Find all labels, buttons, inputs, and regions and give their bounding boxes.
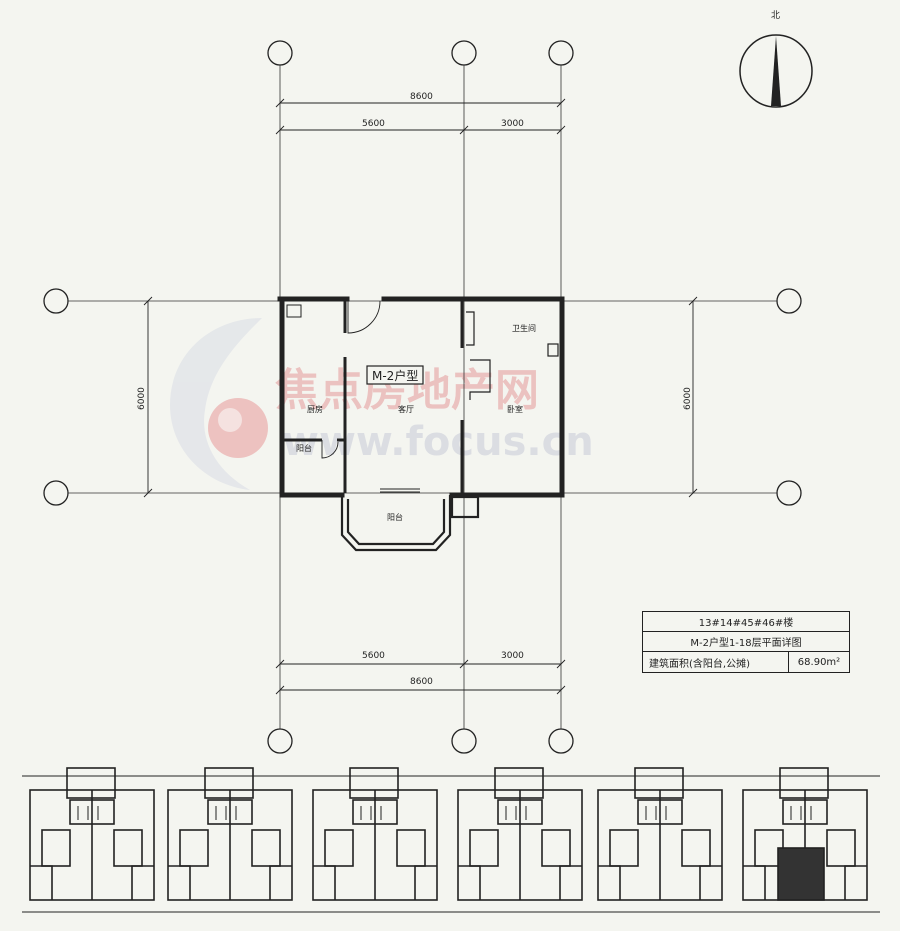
building-floor-strip	[22, 767, 880, 913]
dim-bottom-left: 5600	[362, 651, 385, 661]
dimension-lines-top	[275, 98, 566, 135]
room-kitchen: 厨房	[307, 404, 323, 414]
north-arrow-icon: 北	[739, 10, 813, 108]
bathroom-fixtures-icon	[466, 311, 559, 400]
info-area-value: 68.90m²	[788, 652, 849, 672]
unit-label-box	[366, 365, 424, 385]
dim-right-vertical: 6000	[683, 387, 693, 410]
room-bathroom: 卫生间	[512, 323, 536, 333]
room-balcony-small: 阳台	[296, 443, 312, 453]
info-floors: M-2户型1-18层平面详图	[643, 632, 849, 652]
info-table: 13#14#45#46#楼 M-2户型1-18层平面详图 建筑面积(含阳台,公摊…	[642, 611, 850, 673]
balcony-outline	[340, 495, 480, 552]
dim-bottom-right: 3000	[501, 651, 524, 661]
window-opening	[380, 488, 420, 493]
info-area-row: 建筑面积(含阳台,公摊) 68.90m²	[643, 652, 849, 672]
interior-walls	[284, 301, 464, 493]
dim-left-vertical: 6000	[137, 387, 147, 410]
dim-top-left: 5600	[362, 119, 385, 129]
door-swing-icon	[321, 300, 381, 459]
dim-top-total: 8600	[410, 92, 433, 102]
room-balcony-main: 阳台	[387, 512, 403, 522]
unit-walls	[277, 296, 565, 498]
dim-bottom-total: 8600	[410, 677, 433, 687]
unit-label: M-2户型	[372, 368, 418, 383]
info-buildings: 13#14#45#46#楼	[643, 612, 849, 632]
room-bedroom: 卧室	[507, 404, 523, 414]
dimension-lines-bottom	[275, 659, 566, 695]
watermark: 焦点房地产网 www.focus.cn	[170, 318, 594, 490]
north-label: 北	[771, 10, 780, 21]
dim-top-right: 3000	[501, 119, 524, 129]
watermark-url: www.focus.cn	[282, 419, 594, 465]
info-area-label: 建筑面积(含阳台,公摊)	[649, 658, 750, 670]
dimension-lines-vertical	[143, 296, 698, 498]
kitchen-fixture-icon	[286, 304, 302, 318]
room-living: 客厅	[398, 404, 414, 414]
